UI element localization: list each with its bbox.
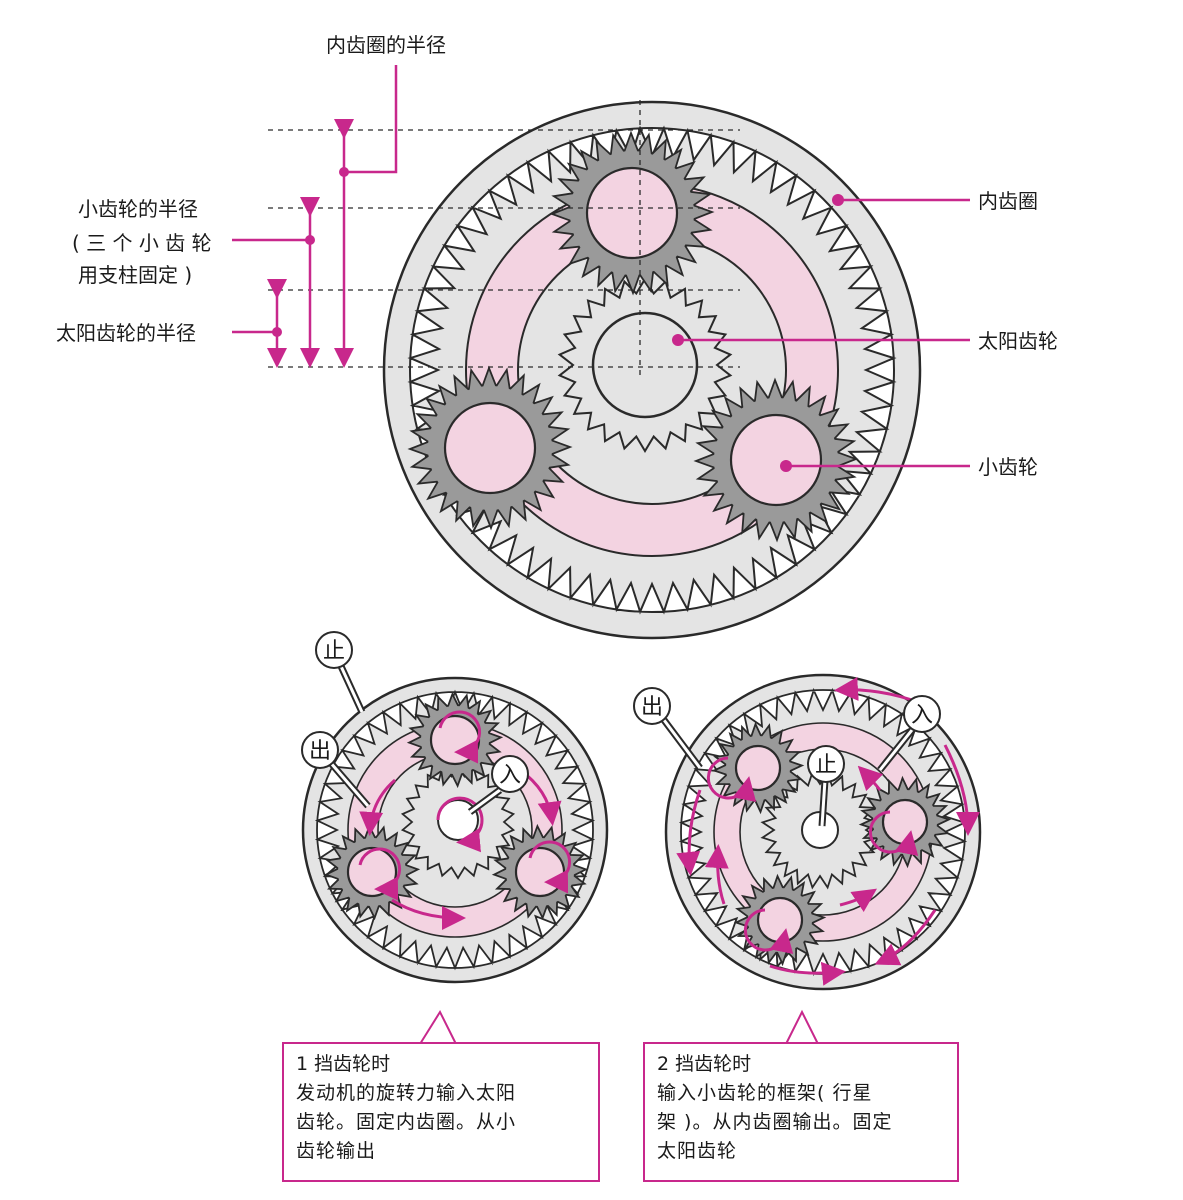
radius-arrows [232, 65, 970, 468]
badge-stop: 止 [315, 631, 366, 714]
svg-text:入: 入 [911, 703, 933, 728]
caption-line: 齿轮输出 [296, 1140, 377, 1162]
svg-text:止: 止 [323, 639, 345, 664]
caption-line: 齿轮。固定内齿圈。从小 [296, 1111, 517, 1133]
planet-gear-hub [429, 714, 481, 766]
caption-line: 架 )。从内齿圈输出。固定 [657, 1111, 893, 1133]
badge-stop: 止 [807, 745, 845, 827]
label-planet-radius-2: ( 三 个 小 齿 轮 [72, 231, 212, 255]
planet-gears [407, 130, 859, 543]
label-ring-radius: 内齿圈的半径 [326, 33, 446, 57]
caption-pointer [785, 1009, 819, 1045]
planet-gear-hub [585, 166, 679, 260]
svg-text:入: 入 [499, 763, 521, 788]
caption-pointer [419, 1009, 457, 1045]
caption-line: 输入小齿轮的框架( 行星 [657, 1082, 873, 1104]
planet-gear-hub [514, 846, 566, 898]
main-gearset: 内齿圈的半径 小齿轮的半径 ( 三 个 小 齿 轮 用支柱固定 ) 太阳齿轮的半… [56, 33, 1058, 640]
caption-first-gear: 1 挡齿轮时 发动机的旋转力输入太阳 齿轮。固定内齿圈。从小 齿轮输出 [282, 1042, 600, 1182]
planet-gear-hub [756, 896, 804, 944]
planet-gear-hub [734, 744, 782, 792]
ring-gear-teeth [407, 125, 897, 615]
badge-in: 入 [877, 695, 941, 773]
motion-arrows [676, 676, 980, 986]
radius-guides [268, 100, 740, 380]
label-planet-radius-3: 用支柱固定 ) [78, 263, 192, 287]
caption-second-gear: 2 挡齿轮时 输入小齿轮的框架( 行星 架 )。从内齿圈输出。固定 太阳齿轮 [643, 1042, 959, 1182]
planet-gear-hub [729, 413, 823, 507]
planet-gear-hub [346, 846, 398, 898]
badge-out: 出 [301, 731, 371, 809]
first-gear-diagram: 止 出 入 [301, 631, 609, 1045]
badge-out: 出 [633, 687, 703, 771]
label-sun-radius: 太阳齿轮的半径 [56, 321, 196, 345]
label-planet-radius-1: 小齿轮的半径 [78, 197, 198, 221]
label-sun-gear: 太阳齿轮 [978, 329, 1058, 353]
svg-text:出: 出 [641, 695, 663, 720]
caption-title: 1 挡齿轮时 [296, 1053, 391, 1075]
planet-gear-hub [443, 401, 537, 495]
ring-gear-teeth [314, 689, 596, 971]
sun-gear-hub [591, 311, 699, 419]
caption-title: 2 挡齿轮时 [657, 1053, 752, 1075]
svg-text:止: 止 [815, 753, 837, 778]
caption-line: 发动机的旋转力输入太阳 [296, 1082, 517, 1104]
second-gear-diagram: 出 入 止 [633, 673, 982, 1045]
planet-gear [693, 377, 859, 543]
label-planet-gear: 小齿轮 [978, 455, 1038, 479]
planet-gear [733, 873, 827, 967]
svg-text:出: 出 [309, 739, 331, 764]
caption-line: 太阳齿轮 [657, 1140, 738, 1162]
planet-gear-hub [881, 798, 929, 846]
planet-gear [549, 130, 715, 296]
badge-in: 入 [467, 755, 529, 815]
label-ring-gear: 内齿圈 [978, 189, 1038, 213]
leader-dots [272, 167, 844, 472]
planet-gear [407, 365, 573, 531]
